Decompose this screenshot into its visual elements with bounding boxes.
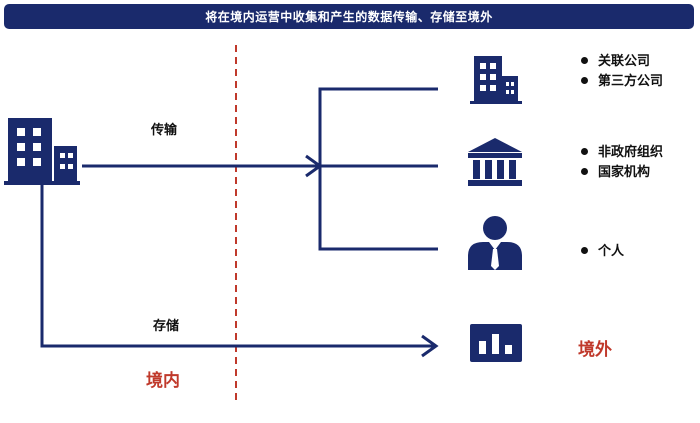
list-item: 个人	[581, 242, 624, 262]
recipient-list-companies: 关联公司 第三方公司	[581, 52, 663, 92]
recipient-branch-bracket	[318, 87, 438, 251]
server-icon	[470, 324, 522, 362]
transfer-label: 传输	[151, 123, 178, 138]
list-item: 非政府组织	[581, 143, 663, 163]
storage-arrow-head	[421, 334, 439, 358]
government-building-icon	[468, 138, 522, 186]
list-item: 关联公司	[581, 52, 663, 72]
source-building-icon	[4, 118, 80, 185]
list-item: 第三方公司	[581, 72, 663, 92]
recipient-list-organizations: 非政府组织 国家机构	[581, 143, 663, 183]
person-icon	[468, 216, 522, 270]
office-building-icon	[470, 56, 522, 104]
storage-label: 存储	[153, 319, 180, 334]
overseas-region-label: 境外	[578, 340, 612, 360]
recipient-list-individuals: 个人	[581, 242, 624, 262]
domestic-region-label: 境内	[146, 371, 180, 391]
diagram-title: 将在境内运营中收集和产生的数据传输、存储至境外	[4, 4, 694, 29]
list-item: 国家机构	[581, 163, 663, 183]
storage-arrow-line	[40, 185, 436, 348]
